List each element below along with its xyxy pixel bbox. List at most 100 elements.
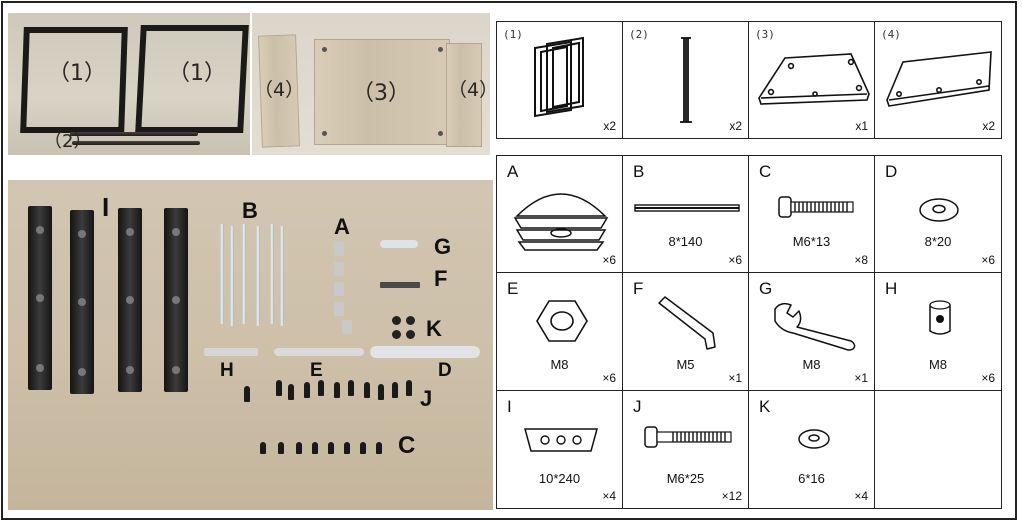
part-qty: ×4 [602, 489, 616, 503]
rod-photo [72, 141, 200, 145]
part-qty: ×6 [981, 370, 995, 385]
part-letter: F [633, 279, 644, 299]
empty-cell [875, 391, 1001, 508]
part-spec: 8*140 [668, 234, 703, 249]
frame-label: （1） [48, 61, 106, 86]
part-spec: 10*240 [538, 470, 581, 486]
short-screw-icon [778, 196, 854, 218]
threaded-rod-icon [634, 204, 740, 212]
part-qty: ×12 [721, 489, 742, 503]
top-board-icon [758, 53, 870, 105]
part-letter: B [633, 162, 645, 181]
label-D: D [438, 360, 452, 381]
label-A: A [334, 214, 350, 239]
top-board-label: （3） [352, 81, 410, 106]
part-qty: ×6 [728, 253, 742, 268]
corner-bracket-icon [513, 193, 609, 251]
panel-cell: (4) x2 [875, 22, 1001, 138]
panel-qty: x2 [603, 119, 616, 133]
part-spec: M6*13 [792, 234, 831, 249]
label-B: B [242, 198, 258, 223]
part-spec: M8 [550, 357, 569, 373]
top-board-photo [314, 39, 450, 145]
side-board-icon [886, 51, 992, 107]
part-letter: E [507, 279, 519, 299]
part-qty: ×1 [728, 370, 742, 385]
flat-bar-icon [524, 427, 598, 452]
part-spec: M8 [802, 357, 821, 373]
part-qty: ×6 [602, 253, 616, 268]
part-letter: K [759, 396, 771, 416]
flat-bar-photo [70, 210, 94, 394]
part-cell: H M8 ×6 [875, 273, 1001, 391]
photo-boards: （4） （3） （4） [252, 13, 490, 155]
panel-tag: (4) [881, 28, 901, 41]
part-cell: B 8*140 ×6 [623, 156, 749, 274]
part-spec: M5 [676, 357, 695, 373]
label-J: J [420, 386, 433, 411]
part-letter: J [633, 396, 642, 416]
hardware-parts-grid: A ×6 B 8*140 ×6 C M6*13 ×8 [496, 155, 1002, 509]
label-G: G [434, 234, 452, 259]
part-cell: F M5 ×1 [623, 273, 749, 391]
panel-tag: (1) [503, 28, 523, 41]
part-qty: ×6 [981, 253, 995, 268]
panel-tag: (2) [629, 28, 649, 41]
side-board-photo [446, 43, 482, 147]
panel-tag: (3) [755, 28, 775, 41]
part-qty: ×6 [602, 370, 616, 385]
photo-hardware: I B A G F K H E D J C [8, 180, 493, 510]
barrel-nut-icon [929, 300, 951, 336]
part-spec: M6*25 [666, 470, 705, 486]
frame-icon [534, 36, 584, 118]
side-board-label: （4） [448, 79, 490, 101]
part-letter: H [885, 279, 898, 299]
part-spec: 8*20 [924, 234, 952, 249]
main-panels-grid: (1) x2 (2) x2 (3) [496, 21, 1002, 139]
panel-qty: x1 [855, 119, 868, 133]
label-I: I [102, 192, 110, 222]
label-E: E [310, 360, 323, 381]
allen-key-icon [658, 296, 716, 351]
wrench-icon [774, 303, 856, 352]
part-spec: M8 [928, 357, 948, 373]
part-cell: C M6*13 ×8 [749, 156, 875, 274]
label-C: C [398, 432, 416, 459]
part-qty: ×4 [854, 489, 868, 503]
flat-bar-photo [164, 208, 188, 392]
part-letter: C [759, 162, 772, 181]
part-cell: A ×6 [497, 156, 623, 274]
side-board-label: （4） [254, 79, 305, 101]
part-cell: G M8 ×1 [749, 273, 875, 391]
part-letter: I [507, 396, 512, 416]
label-K: K [426, 316, 442, 341]
panel-qty: x2 [982, 119, 995, 133]
part-spec: 6*16 [798, 470, 825, 486]
rod-icon [680, 37, 692, 123]
large-washer-icon [919, 198, 959, 222]
rod-photo [70, 132, 198, 136]
part-cell: D 8*20 ×6 [875, 156, 1001, 274]
part-qty: ×1 [854, 370, 868, 385]
part-letter: A [507, 162, 519, 181]
part-cell: J M6*25 ×12 [623, 390, 749, 508]
label-H: H [220, 360, 234, 381]
part-qty: ×8 [854, 253, 868, 268]
panel-cell: (2) x2 [623, 22, 749, 138]
label-F: F [434, 266, 448, 291]
panel-qty: x2 [729, 119, 742, 133]
panel-cell: (3) x1 [749, 22, 875, 138]
part-cell: K 6*16 ×4 [749, 390, 875, 508]
small-washer-icon [798, 428, 830, 449]
panel-cell: (1) x2 [497, 22, 623, 138]
frame-label: （1） [168, 61, 226, 86]
part-cell: E M8 ×6 [497, 273, 623, 391]
photo-frames-and-rods: （1） （1） （2） [8, 13, 250, 155]
hex-nut-icon [536, 300, 588, 343]
rod-label: （2） [44, 131, 92, 152]
flat-bar-photo [118, 208, 142, 392]
part-letter: D [885, 162, 898, 181]
flat-bar-photo [28, 206, 52, 390]
long-screw-icon [644, 425, 732, 448]
part-cell: I 10*240 ×4 [497, 390, 623, 508]
